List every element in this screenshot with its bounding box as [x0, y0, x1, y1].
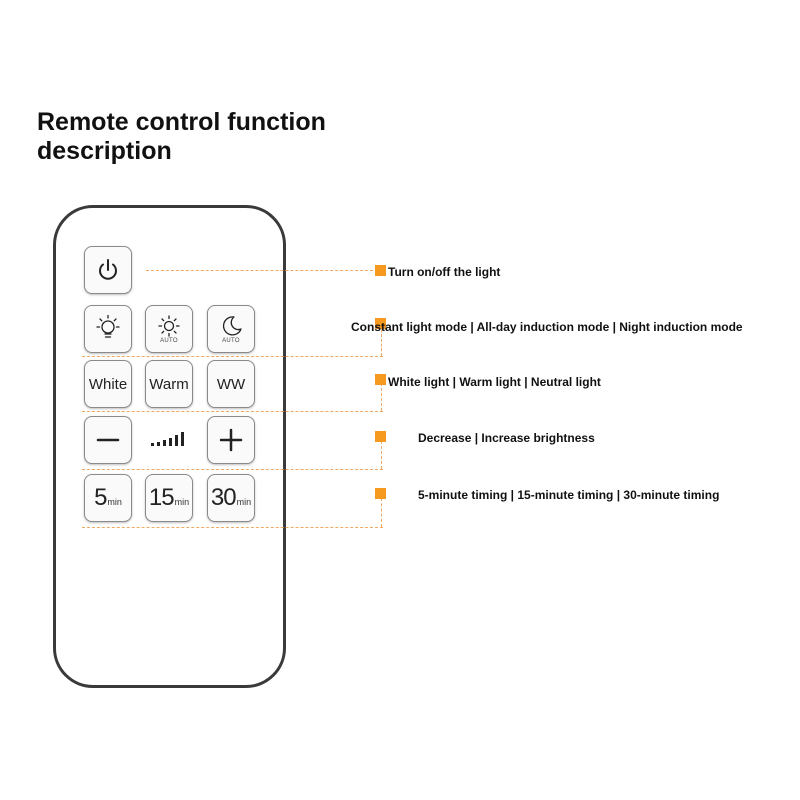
- guide-line-color-vertical: [381, 378, 382, 411]
- increase-button[interactable]: [207, 416, 255, 464]
- warm-button[interactable]: Warm: [145, 360, 193, 408]
- power-icon: [99, 259, 117, 280]
- marker-timer: [375, 488, 386, 499]
- power-button[interactable]: [84, 246, 132, 294]
- marker-brightness: [375, 431, 386, 442]
- all-day-induction-button[interactable]: AUTO: [145, 305, 193, 353]
- bulb-icon: [96, 314, 120, 338]
- timer-unit: min: [174, 497, 190, 507]
- timer-5-number: 5: [94, 484, 107, 511]
- marker-modes: [375, 318, 386, 329]
- guide-line-color: [82, 411, 383, 412]
- auto-label: AUTO: [222, 337, 240, 344]
- warm-label: Warm: [149, 375, 189, 393]
- signal-bars-icon: [151, 432, 184, 446]
- sun-icon: [158, 314, 180, 337]
- white-button[interactable]: White: [84, 360, 132, 408]
- title-line-2: description: [37, 137, 172, 165]
- timer-30-label: 30 min: [211, 484, 251, 512]
- description-timer: 5-minute timing | 15-minute timing | 30-…: [418, 488, 720, 502]
- description-modes: Constant light mode | All-day induction …: [351, 320, 743, 334]
- ww-button[interactable]: WW: [207, 360, 255, 408]
- guide-line-modes: [82, 356, 383, 357]
- timer-unit: min: [236, 497, 252, 507]
- timer-5-button[interactable]: 5 min: [84, 474, 132, 522]
- description-power: Turn on/off the light: [388, 265, 501, 279]
- timer-15-label: 15 min: [149, 484, 189, 512]
- guide-line-power: [146, 270, 383, 271]
- description-brightness: Decrease | Increase brightness: [418, 431, 595, 445]
- marker-power: [375, 265, 386, 276]
- timer-30-number: 30: [210, 484, 237, 511]
- guide-line-timer: [82, 527, 383, 528]
- constant-light-button[interactable]: [84, 305, 132, 353]
- timer-15-button[interactable]: 15 min: [145, 474, 193, 522]
- timer-30-button[interactable]: 30 min: [207, 474, 255, 522]
- timer-5-label: 5 min: [94, 484, 122, 512]
- timer-unit: min: [107, 497, 122, 507]
- title-line-1: Remote control function: [37, 108, 326, 136]
- moon-icon: [222, 315, 242, 335]
- decrease-button[interactable]: [84, 416, 132, 464]
- guide-line-modes-vertical: [381, 320, 382, 356]
- night-induction-button[interactable]: AUTO: [207, 305, 255, 353]
- marker-color: [375, 374, 386, 385]
- guide-line-brightness-vertical: [381, 436, 382, 469]
- minus-icon: [96, 438, 120, 442]
- auto-label: AUTO: [160, 337, 178, 344]
- description-color: White light | Warm light | Neutral light: [388, 375, 601, 389]
- guide-line-timer-vertical: [381, 493, 382, 527]
- white-label: White: [88, 375, 128, 393]
- page-title: Remote control function description: [37, 108, 326, 166]
- plus-icon: [219, 428, 243, 452]
- guide-line-brightness: [82, 469, 383, 470]
- timer-15-number: 15: [148, 484, 175, 511]
- ww-label: WW: [216, 375, 246, 393]
